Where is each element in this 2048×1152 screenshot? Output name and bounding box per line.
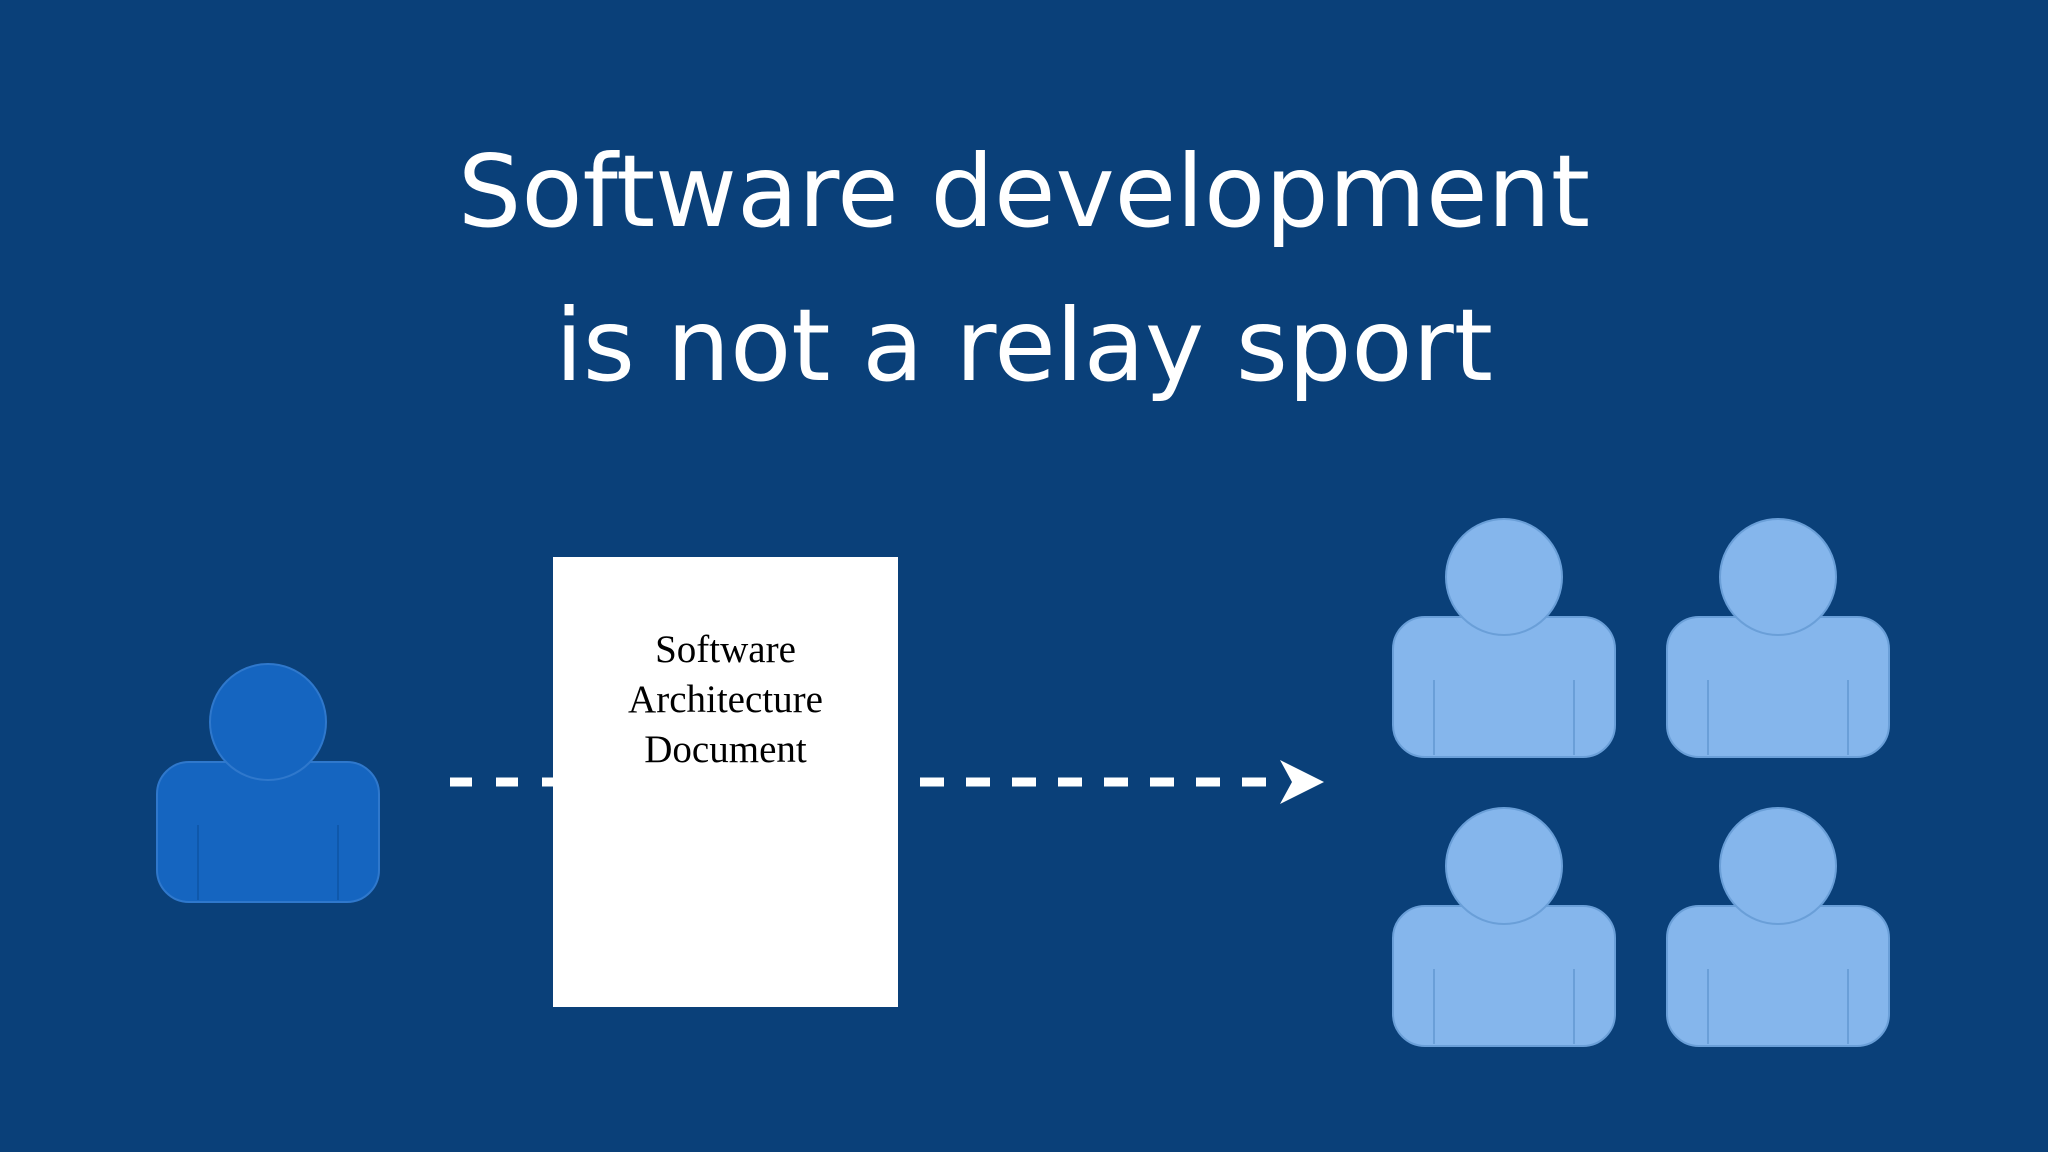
team-person-icon <box>1392 807 1616 1047</box>
title-line-1: Software development <box>457 133 1591 250</box>
sender-person-icon <box>156 663 380 903</box>
document-line-3: Document <box>644 728 807 771</box>
document-line-1: Software <box>655 628 796 671</box>
team-person-icon <box>1666 518 1890 758</box>
architecture-document: Software Architecture Document <box>553 557 898 1007</box>
team-person-icon <box>1392 518 1616 758</box>
document-line-2: Architecture <box>628 678 823 721</box>
document-title: Software Architecture Document <box>553 625 898 775</box>
team-person-icon <box>1666 807 1890 1047</box>
title-line-2: is not a relay sport <box>555 287 1493 404</box>
arrow-head-icon <box>1280 760 1324 804</box>
slide-title: Software development is not a relay spor… <box>0 115 2048 423</box>
